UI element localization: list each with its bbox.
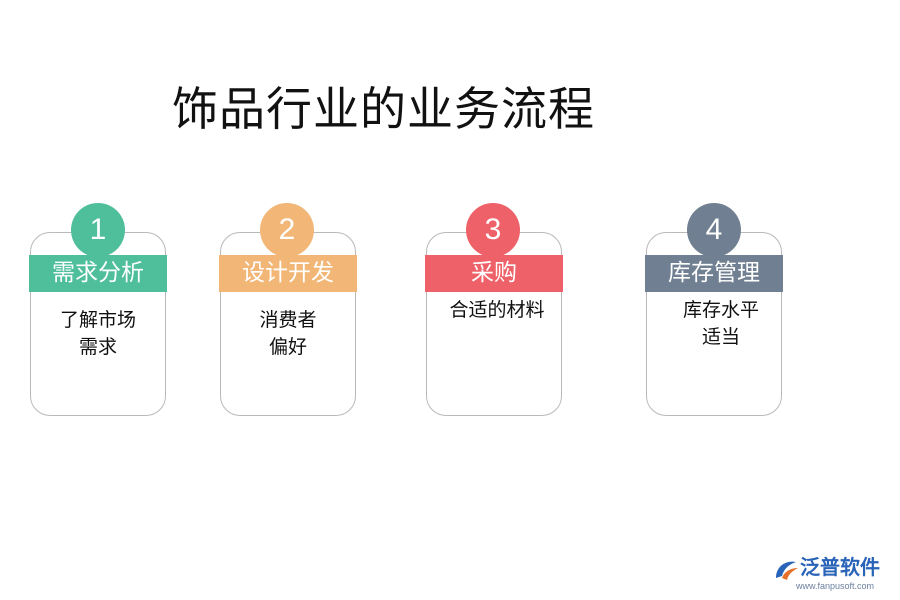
step-desc-1: 了解市场 需求 — [29, 307, 167, 361]
step-number-3: 3 — [466, 203, 520, 257]
logo-name: 泛普软件 — [800, 555, 880, 579]
step-desc-2: 消费者 偏好 — [219, 307, 357, 361]
step-number-2: 2 — [260, 203, 314, 257]
step-label-3: 采购 — [425, 255, 563, 292]
step-number-4: 4 — [687, 203, 741, 257]
step-desc-2-line-1: 消费者 — [259, 309, 317, 331]
step-label-4: 库存管理 — [645, 255, 783, 292]
step-desc-1-line-1: 了解市场 — [59, 309, 136, 331]
step-number-1: 1 — [71, 203, 125, 257]
brand-logo: 泛普软件 www.fanpusoft.com — [772, 554, 892, 594]
fanpu-logo-icon — [776, 561, 798, 580]
step-desc-1-line-2: 需求 — [78, 336, 117, 358]
step-label-1: 需求分析 — [29, 255, 167, 292]
step-desc-3: 合适的材料 — [428, 297, 566, 324]
step-desc-4: 库存水平 适当 — [652, 297, 790, 351]
page-title: 饰品行业的业务流程 — [172, 82, 595, 136]
step-desc-3-line-1: 合适的材料 — [449, 299, 545, 321]
step-label-2: 设计开发 — [219, 255, 357, 292]
step-desc-2-line-2: 偏好 — [268, 336, 307, 358]
step-desc-4-line-1: 库存水平 — [682, 299, 759, 321]
logo-url: www.fanpusoft.com — [796, 581, 875, 591]
step-desc-4-line-2: 适当 — [701, 326, 740, 348]
